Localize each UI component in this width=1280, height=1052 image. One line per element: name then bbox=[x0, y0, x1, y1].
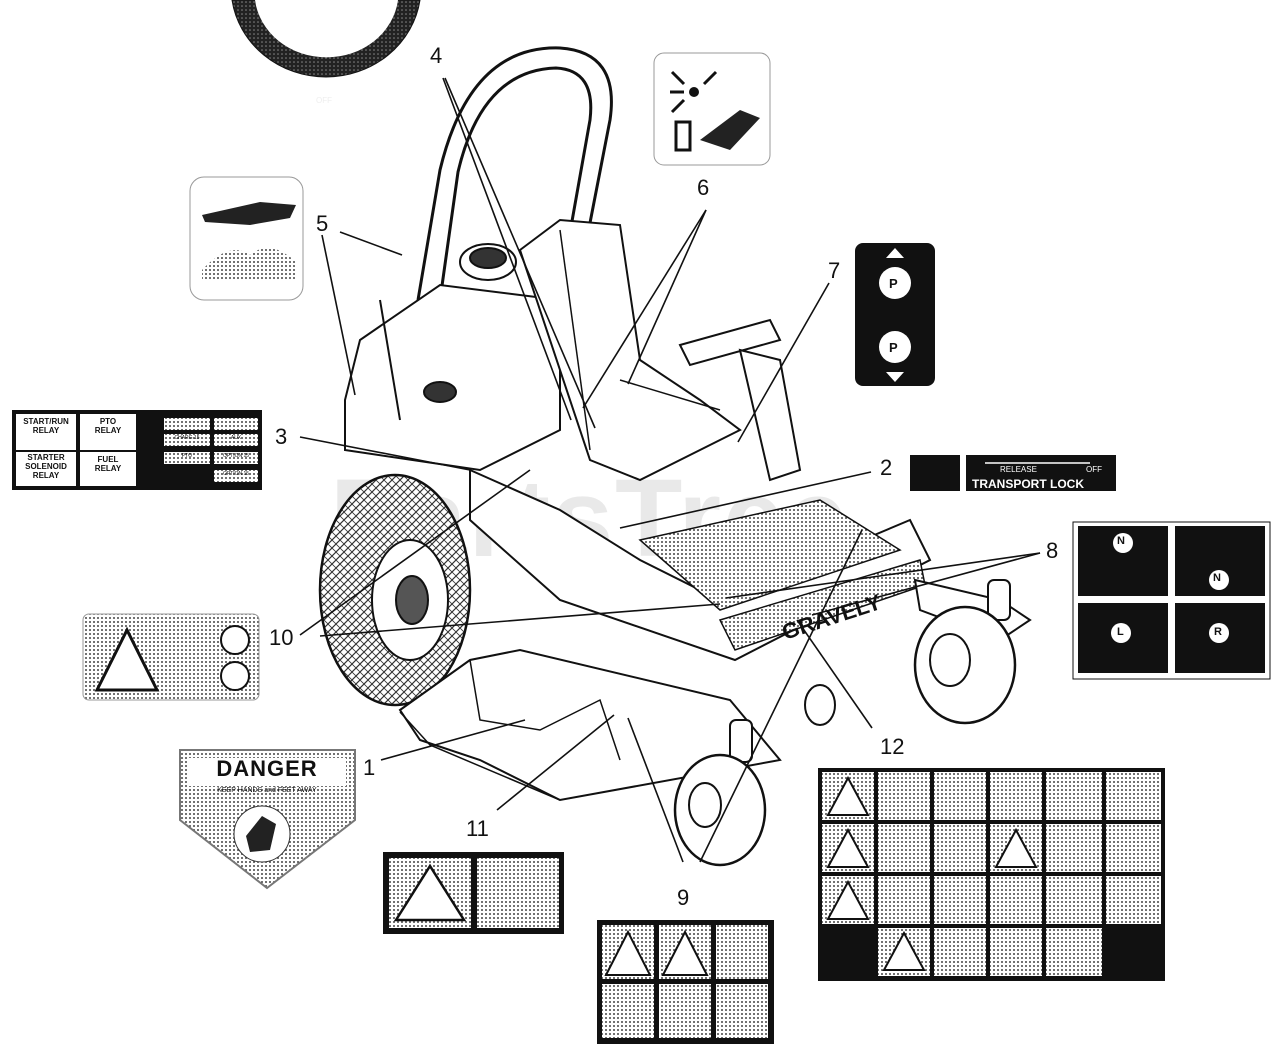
decal7-p-top: P bbox=[889, 276, 898, 291]
callout-7: 7 bbox=[828, 258, 841, 283]
danger-title: DANGER bbox=[216, 756, 318, 781]
decal-hot-surface bbox=[189, 176, 304, 301]
transport-off-label: OFF bbox=[1086, 465, 1102, 474]
decal-12 bbox=[818, 768, 1165, 981]
danger-subtitle: KEEP HANDS and FEET AWAY bbox=[217, 787, 317, 794]
decal8-l: L bbox=[1117, 626, 1124, 638]
relay-label-fuel: FUEL RELAY bbox=[94, 455, 122, 473]
callout-9: 9 bbox=[677, 885, 690, 910]
callout-12: 12 bbox=[880, 734, 905, 759]
callout-8: 8 bbox=[1046, 538, 1059, 563]
fuse-label-charg: CHARG 15 bbox=[174, 435, 200, 441]
throttle-off-label: OFF bbox=[316, 96, 332, 105]
decal8-n-top: N bbox=[1117, 535, 1125, 547]
callout-2: 2 bbox=[880, 455, 893, 480]
mower: GRAVELY bbox=[318, 46, 1032, 867]
decal-parking-brake bbox=[855, 243, 935, 386]
relay-label-start-run: START/RUN RELAY bbox=[23, 417, 69, 435]
callout-1: 1 bbox=[363, 755, 376, 780]
decal-relay bbox=[12, 410, 262, 490]
decal-11 bbox=[383, 852, 564, 934]
relay-label-pto: PTO RELAY bbox=[94, 417, 122, 435]
callout-10: 10 bbox=[269, 625, 294, 650]
decal-steering bbox=[1072, 521, 1271, 680]
decal-throttle: OFF bbox=[231, 0, 421, 105]
callout-5: 5 bbox=[316, 211, 329, 236]
decal-danger bbox=[179, 749, 356, 890]
decal-9 bbox=[597, 920, 774, 1044]
rear-wheel bbox=[318, 473, 472, 707]
transport-release-label: RELEASE bbox=[1000, 465, 1037, 474]
relay-label-starter: STARTER SOLENOID RELAY bbox=[25, 453, 67, 480]
fuse-label-option-b: OPTION 15 bbox=[222, 471, 250, 477]
callout-4: 4 bbox=[430, 43, 443, 68]
decal-transport-lock bbox=[910, 455, 1116, 491]
callout-6: 6 bbox=[697, 175, 710, 200]
decal-thrown-objects bbox=[653, 52, 771, 166]
fuse-label-pto: PTO bbox=[181, 453, 193, 459]
decal-blade-hazard bbox=[82, 613, 260, 701]
callout-3: 3 bbox=[275, 424, 288, 449]
transport-lock-title: TRANSPORT LOCK bbox=[972, 477, 1084, 491]
decal7-p-bottom: P bbox=[889, 340, 898, 355]
decal8-n-right: N bbox=[1213, 572, 1221, 584]
fuse-label-aux: AUX bbox=[230, 435, 242, 441]
fuse-label-option-a: OPTION 15 bbox=[222, 453, 250, 459]
leader-lines bbox=[299, 77, 1041, 863]
callout-11: 11 bbox=[466, 816, 489, 841]
decal8-r: R bbox=[1214, 626, 1222, 638]
